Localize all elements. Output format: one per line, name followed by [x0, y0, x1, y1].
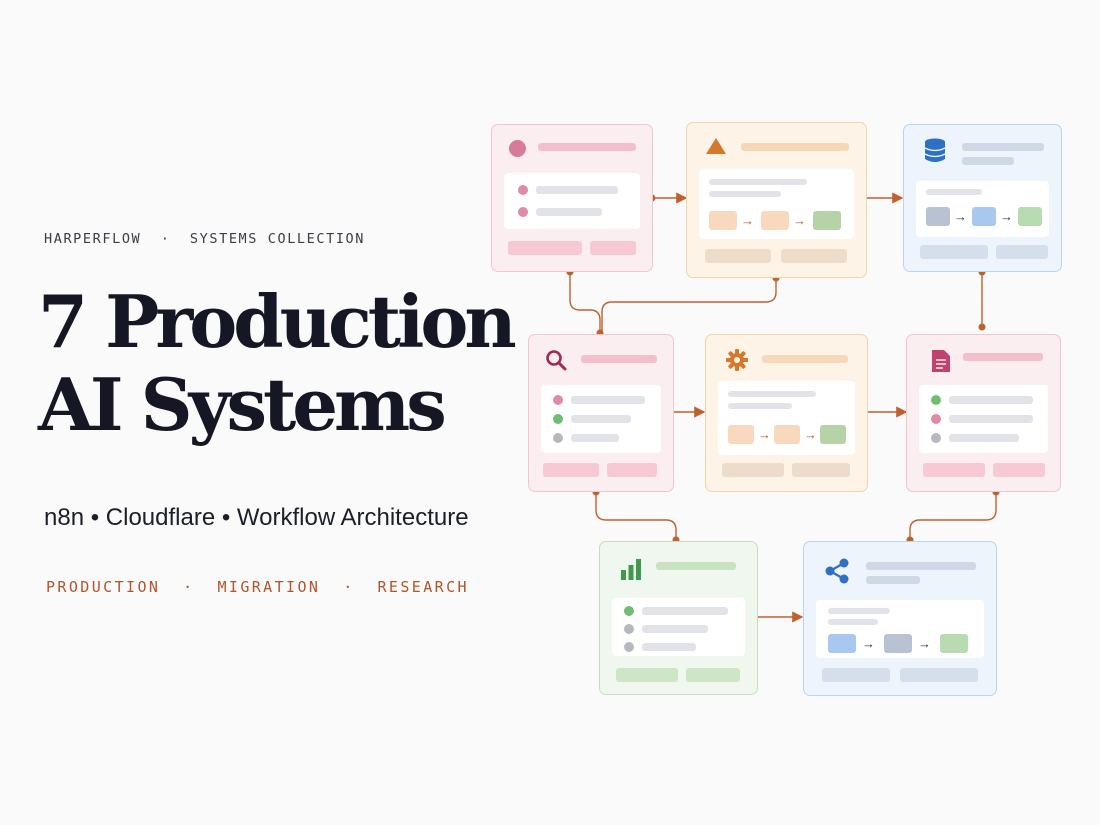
subtitle: n8n • Cloudflare • Workflow Architecture	[44, 504, 469, 531]
workflow-node-6	[906, 334, 1061, 492]
connector-n4-n7	[595, 492, 677, 540]
connector-n1-n4	[569, 272, 601, 333]
circle-icon	[509, 140, 526, 157]
title-line-2: AI Systems	[38, 362, 447, 447]
workflow-node-3: → →	[903, 124, 1062, 272]
workflow-node-4	[528, 334, 674, 492]
search-icon	[546, 350, 567, 371]
warning-triangle-icon	[706, 138, 726, 154]
share-icon	[825, 558, 849, 584]
workflow-node-5: → →	[705, 334, 868, 492]
workflow-node-1	[491, 124, 653, 272]
page-title: 7 Production AI Systems	[38, 279, 517, 447]
database-icon	[924, 138, 946, 162]
tag-line: PRODUCTION · MIGRATION · RESEARCH	[46, 578, 469, 596]
connector-n6-n8	[909, 492, 997, 540]
workflow-node-2: → →	[686, 122, 867, 278]
port-dot	[978, 323, 986, 331]
eyebrow-label: HARPERFLOW · SYSTEMS COLLECTION	[44, 231, 366, 247]
gear-icon	[726, 349, 748, 371]
workflow-node-8: → →	[803, 541, 997, 696]
document-icon	[932, 350, 950, 372]
connector-n2-n4	[601, 278, 777, 333]
bar-chart-icon	[621, 559, 641, 580]
title-line-1: 7 Production	[38, 279, 517, 364]
workflow-node-7	[599, 541, 758, 695]
